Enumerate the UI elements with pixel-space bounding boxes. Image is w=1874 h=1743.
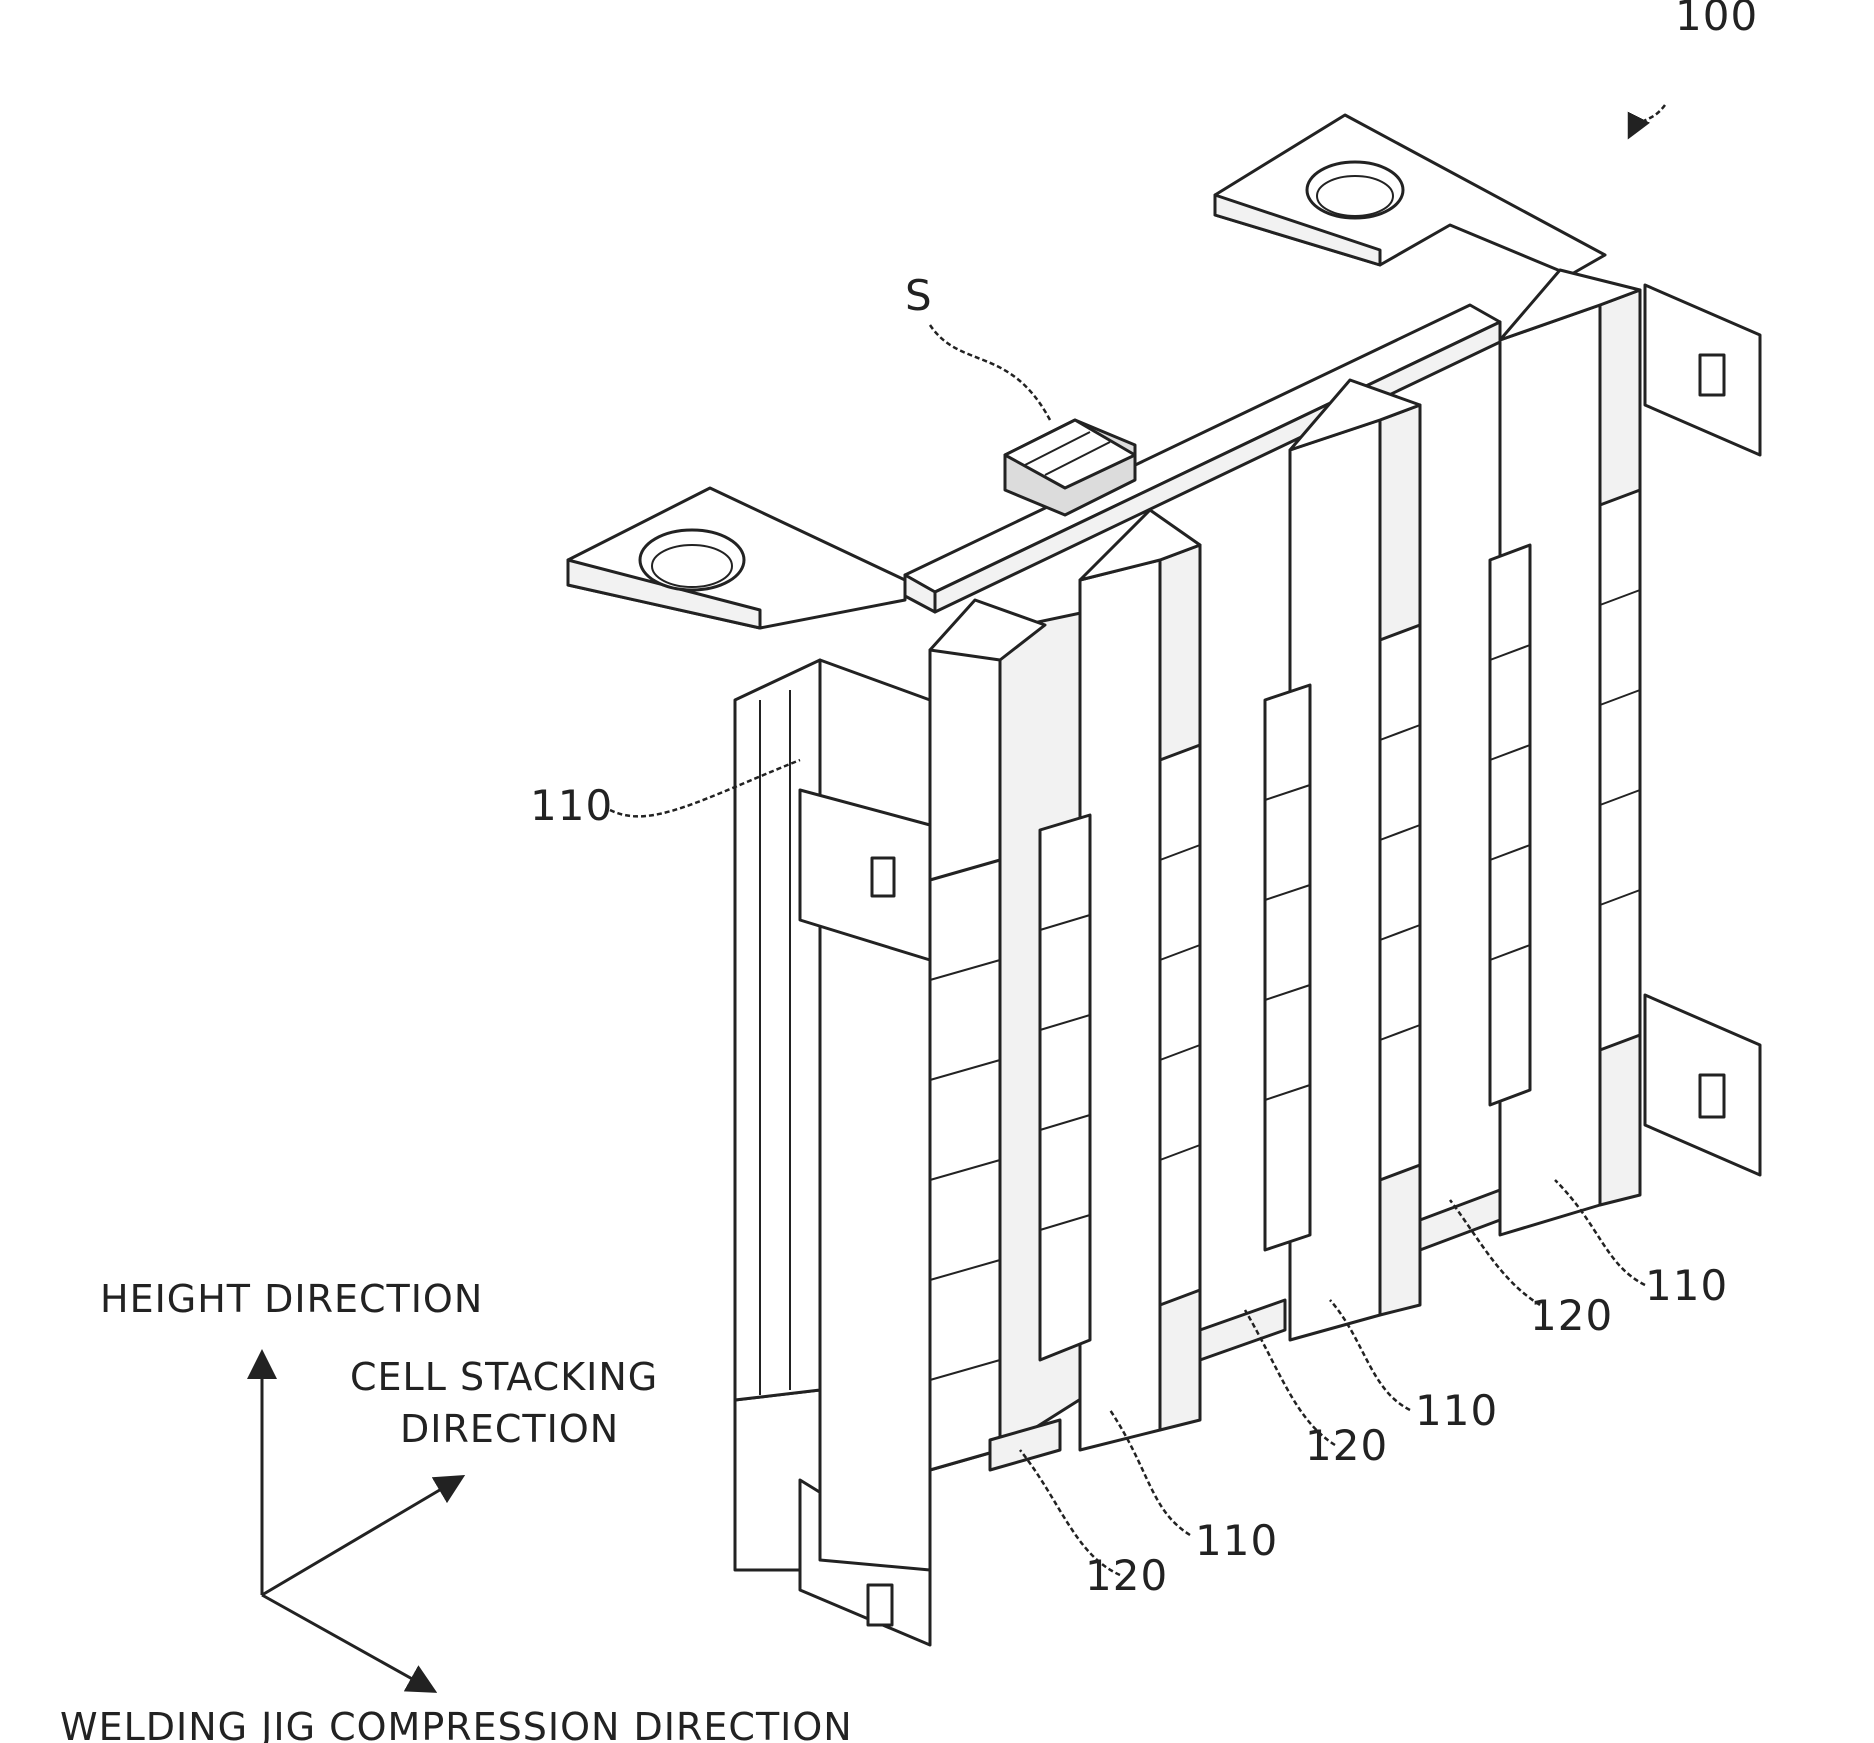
label-110-right: 110	[1645, 1261, 1728, 1310]
stacking-arrow	[262, 1478, 460, 1595]
label-110-bottom: 110	[1195, 1516, 1278, 1565]
direction-axes	[262, 1355, 460, 1690]
spacer-120-2	[1160, 685, 1310, 1305]
cell-stacking-label-line2: DIRECTION	[400, 1407, 619, 1451]
top-bus-bar	[568, 115, 1605, 628]
compression-arrow	[262, 1595, 432, 1690]
label-s: S	[905, 271, 933, 320]
height-direction-label: HEIGHT DIRECTION	[100, 1277, 483, 1321]
cell-stacking-label-line1: CELL STACKING	[350, 1355, 658, 1399]
label-100: 100	[1675, 0, 1758, 40]
welding-jig-compression-label: WELDING JIG COMPRESSION DIRECTION	[60, 1705, 853, 1743]
terminal-hole-right	[1307, 162, 1403, 218]
frame-110-front	[735, 660, 930, 1645]
label-110-left: 110	[530, 781, 613, 830]
label-110-mid: 110	[1415, 1386, 1498, 1435]
terminal-hole-left	[640, 530, 744, 590]
label-120-bottom: 120	[1085, 1551, 1168, 1600]
label-120-right: 120	[1530, 1291, 1613, 1340]
label-120-mid: 120	[1305, 1421, 1388, 1470]
